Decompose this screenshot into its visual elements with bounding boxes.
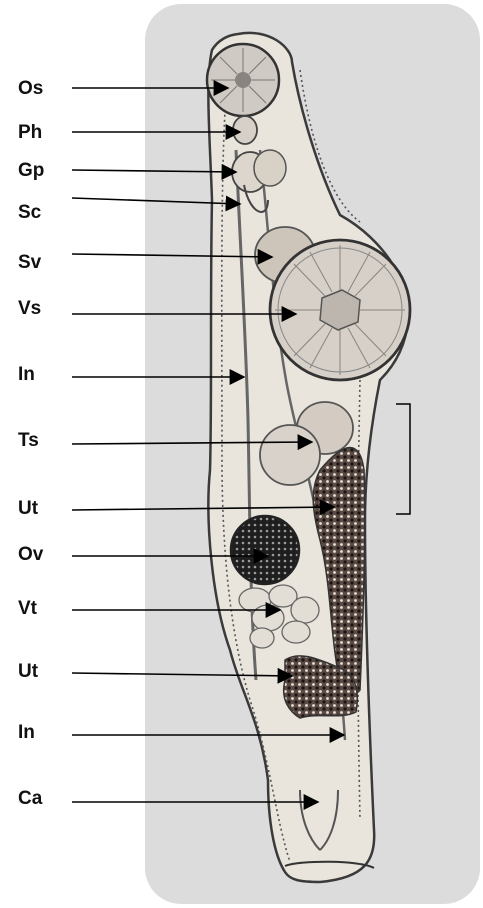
- label-ov: Ov: [18, 544, 43, 566]
- label-ut-upper: Ut: [18, 498, 38, 520]
- label-ts: Ts: [18, 430, 39, 452]
- testis-bracket: [396, 404, 410, 514]
- label-vs: Vs: [18, 298, 41, 320]
- label-vt: Vt: [18, 598, 37, 620]
- label-sc: Sc: [18, 202, 41, 224]
- ovary: [231, 516, 299, 584]
- pharynx: [233, 116, 257, 144]
- label-in-upper: In: [18, 364, 35, 386]
- label-sv: Sv: [18, 252, 41, 274]
- label-in-lower: In: [18, 722, 35, 744]
- label-ph: Ph: [18, 122, 42, 144]
- label-os: Os: [18, 78, 43, 100]
- label-gp: Gp: [18, 160, 44, 182]
- testis-lower: [260, 425, 320, 485]
- label-ut-lower: Ut: [18, 661, 38, 683]
- label-ca: Ca: [18, 788, 42, 810]
